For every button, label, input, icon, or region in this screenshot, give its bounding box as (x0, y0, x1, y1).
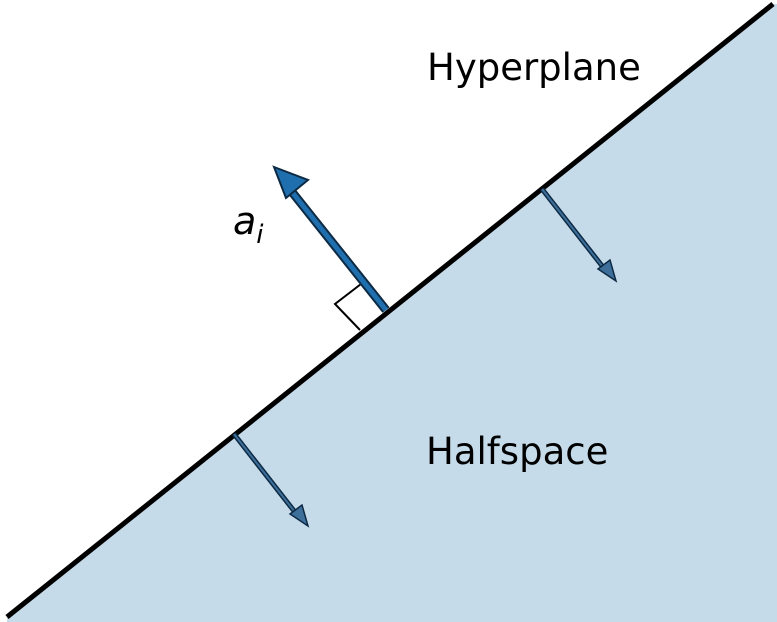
normal-vector-shaft-core (290, 190, 388, 312)
normal-vector-arrow (272, 165, 390, 313)
inward-arrow-lower (232, 432, 310, 528)
normal-vector-subscript: i (256, 220, 264, 250)
halfspace-label: Halfspace (426, 430, 608, 473)
normal-vector-label: ai (233, 199, 264, 250)
inward-arrow-upper (540, 187, 618, 283)
right-angle-marker (333, 283, 362, 331)
hyperplane-line (5, 2, 775, 619)
normal-vector-symbol: a (233, 199, 256, 243)
hyperplane-label: Hyperplane (427, 46, 641, 89)
inward-arrow-upper-arrowhead (596, 258, 618, 283)
halfspace-region (7, 4, 777, 622)
normal-vector-arrowhead (272, 165, 310, 200)
inward-arrow-lower-shaft-core (233, 433, 299, 517)
inward-arrow-lower-arrowhead (288, 503, 310, 528)
inward-arrow-upper-shaft-core (541, 188, 607, 272)
